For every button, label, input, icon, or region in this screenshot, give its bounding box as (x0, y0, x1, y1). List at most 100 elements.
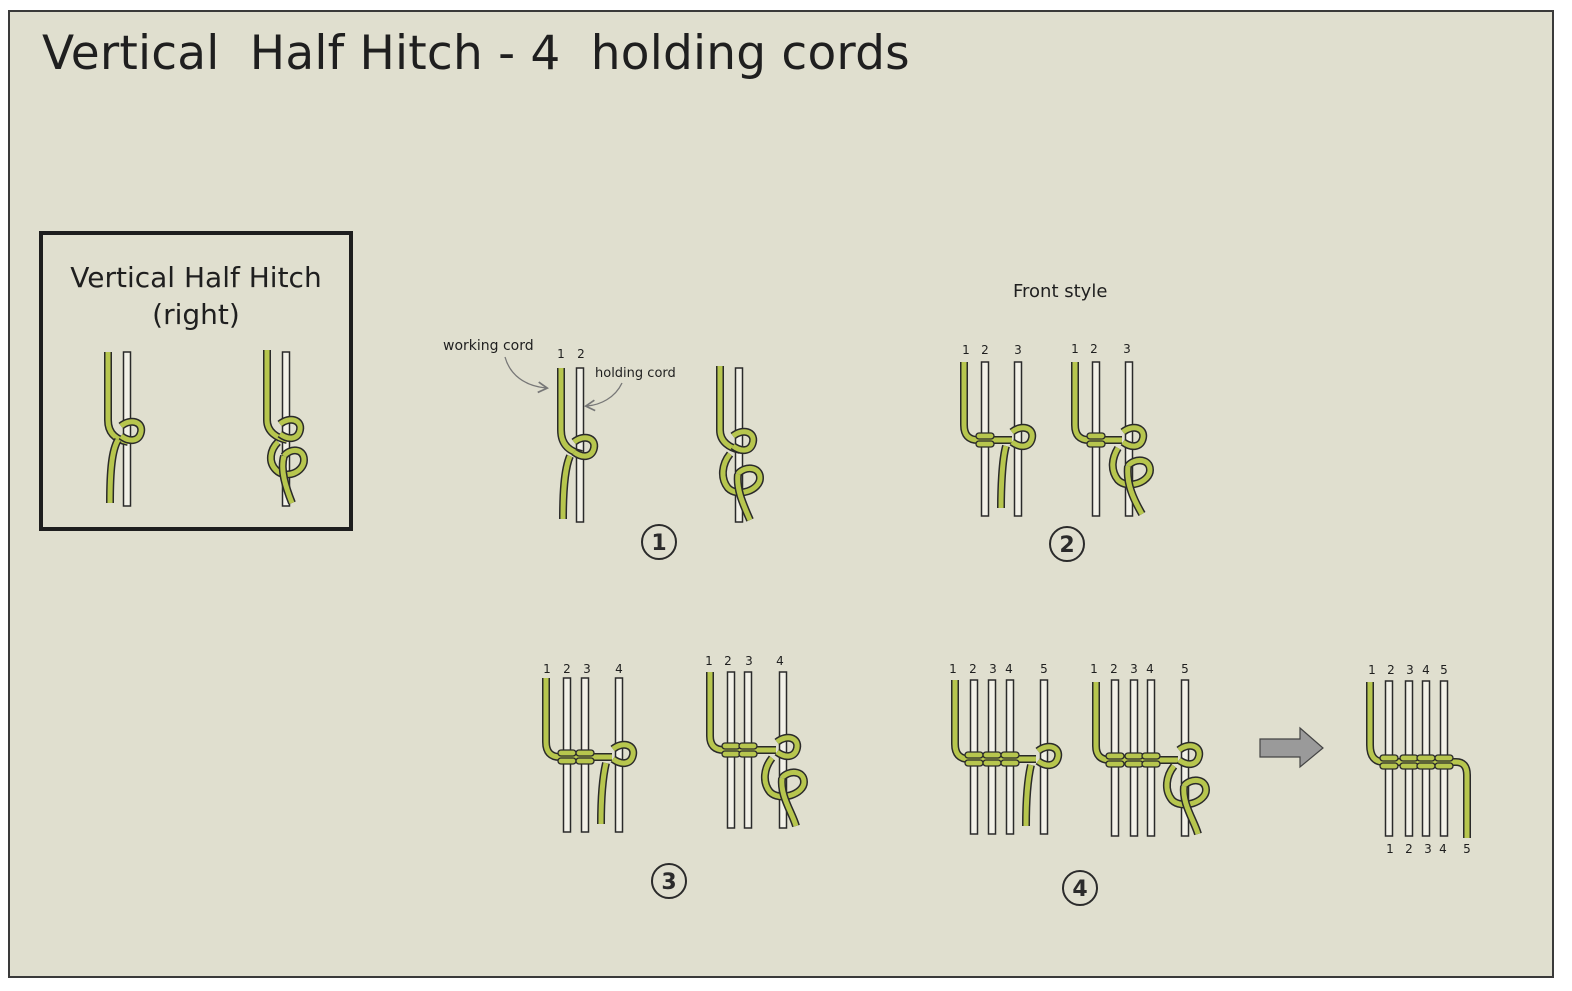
knot-wrap (1416, 754, 1436, 762)
knot-wrap (738, 750, 758, 758)
cord-number: 3 (1130, 662, 1138, 676)
working-cord-pointer (504, 356, 549, 394)
knot-wrap (1434, 754, 1454, 762)
knot-wrap (721, 742, 741, 750)
working-cord (707, 672, 776, 753)
legend-box: Vertical Half Hitch (right) (39, 231, 353, 531)
cord-number: 1 (1368, 663, 1376, 677)
cord-number: 1 (1090, 662, 1098, 676)
cord-number: 4 (1005, 662, 1013, 676)
cord-number: 1 (1386, 842, 1394, 856)
working-cord-outline (542, 678, 612, 761)
working-cord (1023, 764, 1034, 827)
cord-number: 3 (1123, 342, 1131, 356)
working-cord (280, 455, 295, 504)
svg-text:3: 3 (661, 870, 676, 895)
cord-number: 1 (962, 343, 970, 357)
working-cord-label: working cord (443, 338, 534, 354)
knot-wrap (982, 751, 1002, 759)
working-cord (1093, 682, 1178, 763)
knot-loop (278, 417, 303, 441)
cord-number: 2 (1387, 663, 1395, 677)
knot-loop (1010, 425, 1035, 449)
working-cord (762, 756, 807, 799)
knot-wrap (738, 742, 758, 750)
working-cord (961, 362, 1012, 443)
working-cord (735, 473, 753, 521)
cord-number: 1 (1071, 342, 1079, 356)
cord-number: 5 (1181, 662, 1189, 676)
knot-wrap (1399, 754, 1419, 762)
working-cord (779, 777, 799, 827)
cord-number: 4 (1146, 662, 1154, 676)
knot-wrap (1141, 752, 1161, 760)
cord-number: 5 (1040, 662, 1048, 676)
step-2-marker: 2 (1049, 526, 1085, 562)
cord-number: 3 (745, 654, 753, 668)
cord-number: 2 (969, 662, 977, 676)
cord-number: 3 (1406, 663, 1414, 677)
cord-number: 4 (1439, 842, 1447, 856)
knot-wrap (1141, 760, 1161, 768)
working-cord-outline (706, 672, 776, 754)
knot-wrap (1379, 754, 1399, 762)
cord-number: 5 (1440, 663, 1448, 677)
knot-wrap (1105, 752, 1125, 760)
working-cord (1125, 465, 1145, 516)
cord-number: 5 (1463, 842, 1471, 856)
knot-wrap (1086, 440, 1106, 448)
knot-loop (1121, 425, 1146, 449)
knot-wrap (1000, 751, 1020, 759)
cord-number: 2 (1110, 662, 1118, 676)
knot-loop (611, 742, 636, 766)
holding-cord (281, 351, 291, 507)
cord-number: 1 (705, 654, 713, 668)
working-cord (998, 445, 1009, 509)
working-cord (1072, 362, 1122, 443)
legend-title: Vertical Half Hitch (right) (70, 261, 322, 331)
cord-number: 2 (563, 662, 571, 676)
working-cord (268, 440, 307, 477)
knot-wrap (975, 440, 995, 448)
legend-step-a (104, 351, 146, 507)
knot-wrap (964, 751, 984, 759)
knot-loop (1177, 743, 1202, 767)
knot-wrap (1379, 762, 1399, 770)
knot-wrap (575, 757, 595, 765)
legend-step-b (263, 350, 308, 507)
holding-cord (614, 677, 624, 833)
knot-wrap (982, 759, 1002, 767)
working-cord (1367, 682, 1470, 838)
working-cord (1164, 764, 1209, 807)
result-arrow-icon (1259, 726, 1324, 769)
step-1-marker: 1 (641, 524, 677, 560)
svg-text:2: 2 (1059, 533, 1074, 558)
step-1-figure-b (716, 366, 764, 523)
knot-wrap (557, 749, 577, 757)
cord-number: 2 (981, 343, 989, 357)
working-cord (720, 452, 763, 495)
working-cord (543, 678, 612, 760)
knot-wrap (1000, 759, 1020, 767)
holding-cord-label: holding cord (595, 366, 676, 381)
cord-number: 3 (583, 662, 591, 676)
cord-number: 2 (577, 347, 585, 361)
step-3-marker: 3 (651, 863, 687, 899)
knot-wrap (1086, 432, 1106, 440)
holding-cord (1039, 679, 1049, 835)
cord-number: 2 (724, 654, 732, 668)
front-style-label: Front style (1013, 281, 1108, 302)
working-cord (1181, 785, 1201, 835)
knot-wrap (1399, 762, 1419, 770)
knot-loop (119, 419, 144, 443)
svg-text:1: 1 (651, 531, 666, 556)
knot-wrap (1124, 760, 1144, 768)
cord-number: 4 (615, 662, 623, 676)
holding-cord-pointer (584, 382, 623, 412)
